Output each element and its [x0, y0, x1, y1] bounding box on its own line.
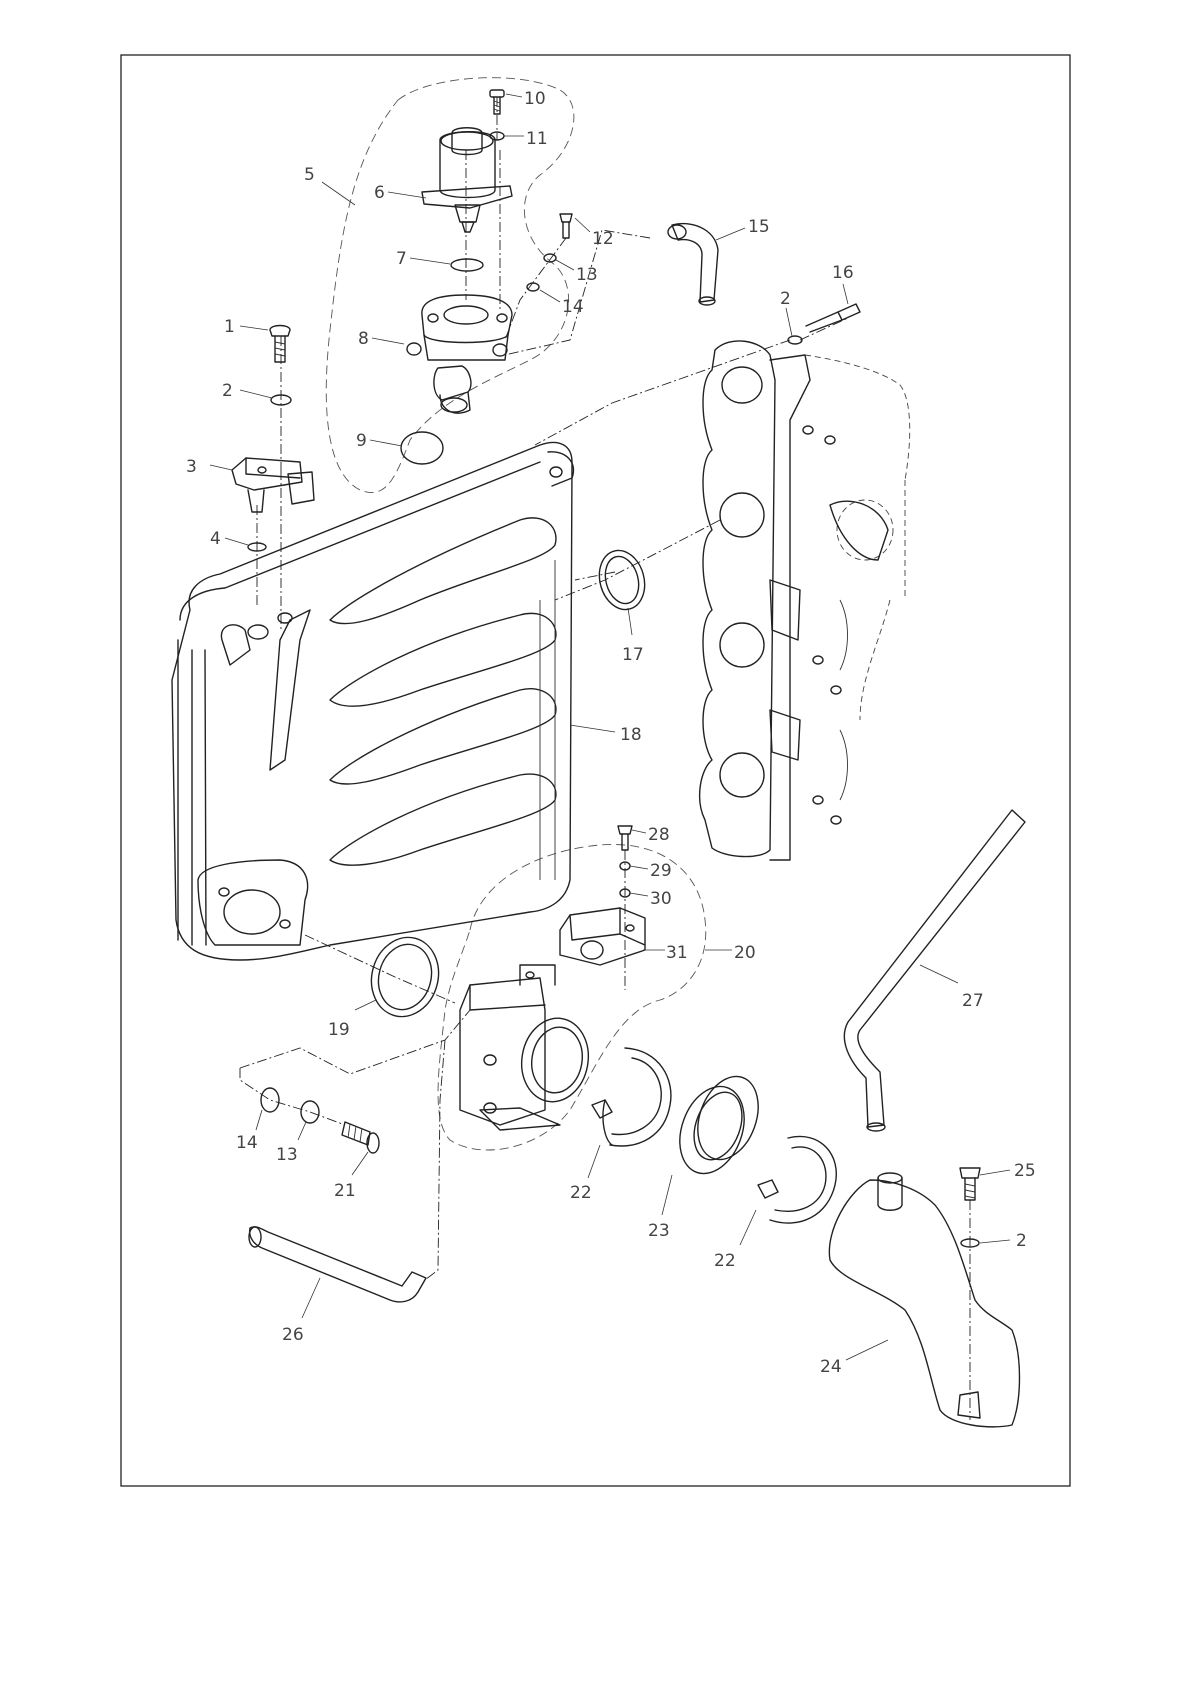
- callout-9: 9: [356, 431, 367, 451]
- callout-18: 18: [620, 725, 642, 745]
- screw-21: [342, 1122, 379, 1153]
- callout-20: 20: [734, 943, 756, 963]
- throttle-position-sensor-31: [560, 908, 645, 965]
- iac-adapter-8: [407, 295, 512, 413]
- callout-22b: 22: [714, 1251, 736, 1271]
- callout-26: 26: [282, 1325, 304, 1345]
- callout-5: 5: [304, 165, 315, 185]
- callout-22a: 22: [570, 1183, 592, 1203]
- callout-14: 14: [562, 297, 584, 317]
- callout-14b: 14: [236, 1133, 258, 1153]
- callout-16: 16: [832, 263, 854, 283]
- intake-manifold-18: [172, 442, 573, 960]
- callout-24: 24: [820, 1357, 842, 1377]
- callout-11: 11: [526, 129, 548, 149]
- hose-clamp-22-left: [592, 1048, 671, 1146]
- callout-2: 2: [222, 381, 233, 401]
- callout-31: 31: [666, 943, 688, 963]
- washer-14-lower: [261, 1088, 279, 1112]
- screw-12: [560, 214, 572, 238]
- assembly-centerlines: [240, 97, 970, 1420]
- seal-9: [401, 432, 443, 464]
- screw-25: [960, 1168, 980, 1200]
- callout-23: 23: [648, 1221, 670, 1241]
- washer-13-lower: [301, 1101, 319, 1123]
- map-sensor-3: [232, 458, 314, 512]
- intake-sleeve-23: [668, 1068, 769, 1183]
- callout-15: 15: [748, 217, 770, 237]
- callout-21: 21: [334, 1181, 356, 1201]
- callout-25: 25: [1014, 1161, 1036, 1181]
- callout-4: 4: [210, 529, 221, 549]
- callout-28: 28: [648, 825, 670, 845]
- callout-1: 1: [224, 317, 235, 337]
- idle-air-control-valve-6: [422, 128, 512, 232]
- screw-16: [806, 304, 860, 332]
- washer-2-upper: [788, 336, 802, 344]
- callout-labels: 1 2 3 4 5 6 7 8 9 10 11 12 13 14 15 16 2…: [186, 89, 1036, 1377]
- callout-6: 6: [374, 183, 385, 203]
- callout-30: 30: [650, 889, 672, 909]
- hose-27: [844, 810, 1025, 1131]
- callout-2b: 2: [780, 289, 791, 309]
- callout-8: 8: [358, 329, 369, 349]
- gasket-19: [363, 930, 447, 1024]
- callout-10: 10: [524, 89, 546, 109]
- screw-28: [618, 826, 632, 850]
- callout-3: 3: [186, 457, 197, 477]
- callout-12: 12: [592, 229, 614, 249]
- callout-7: 7: [396, 249, 407, 269]
- callout-13: 13: [576, 265, 598, 285]
- cylinder-head: [700, 341, 910, 860]
- callout-leaders: [210, 94, 1010, 1360]
- screw-1: [270, 326, 290, 363]
- hose-15: [668, 224, 718, 305]
- o-ring-7: [451, 259, 483, 271]
- callout-29: 29: [650, 861, 672, 881]
- throttle-body-20: [460, 965, 595, 1130]
- washer-14: [527, 283, 539, 291]
- callout-2c: 2: [1016, 1231, 1027, 1251]
- air-intake-duct-24: [829, 1173, 1019, 1427]
- callout-27: 27: [962, 991, 984, 1011]
- hose-clamp-22-right: [758, 1136, 836, 1223]
- callout-19: 19: [328, 1020, 350, 1040]
- callout-17: 17: [622, 645, 644, 665]
- callout-13b: 13: [276, 1145, 298, 1165]
- gasket-17: [593, 545, 651, 614]
- hose-26: [249, 1227, 426, 1302]
